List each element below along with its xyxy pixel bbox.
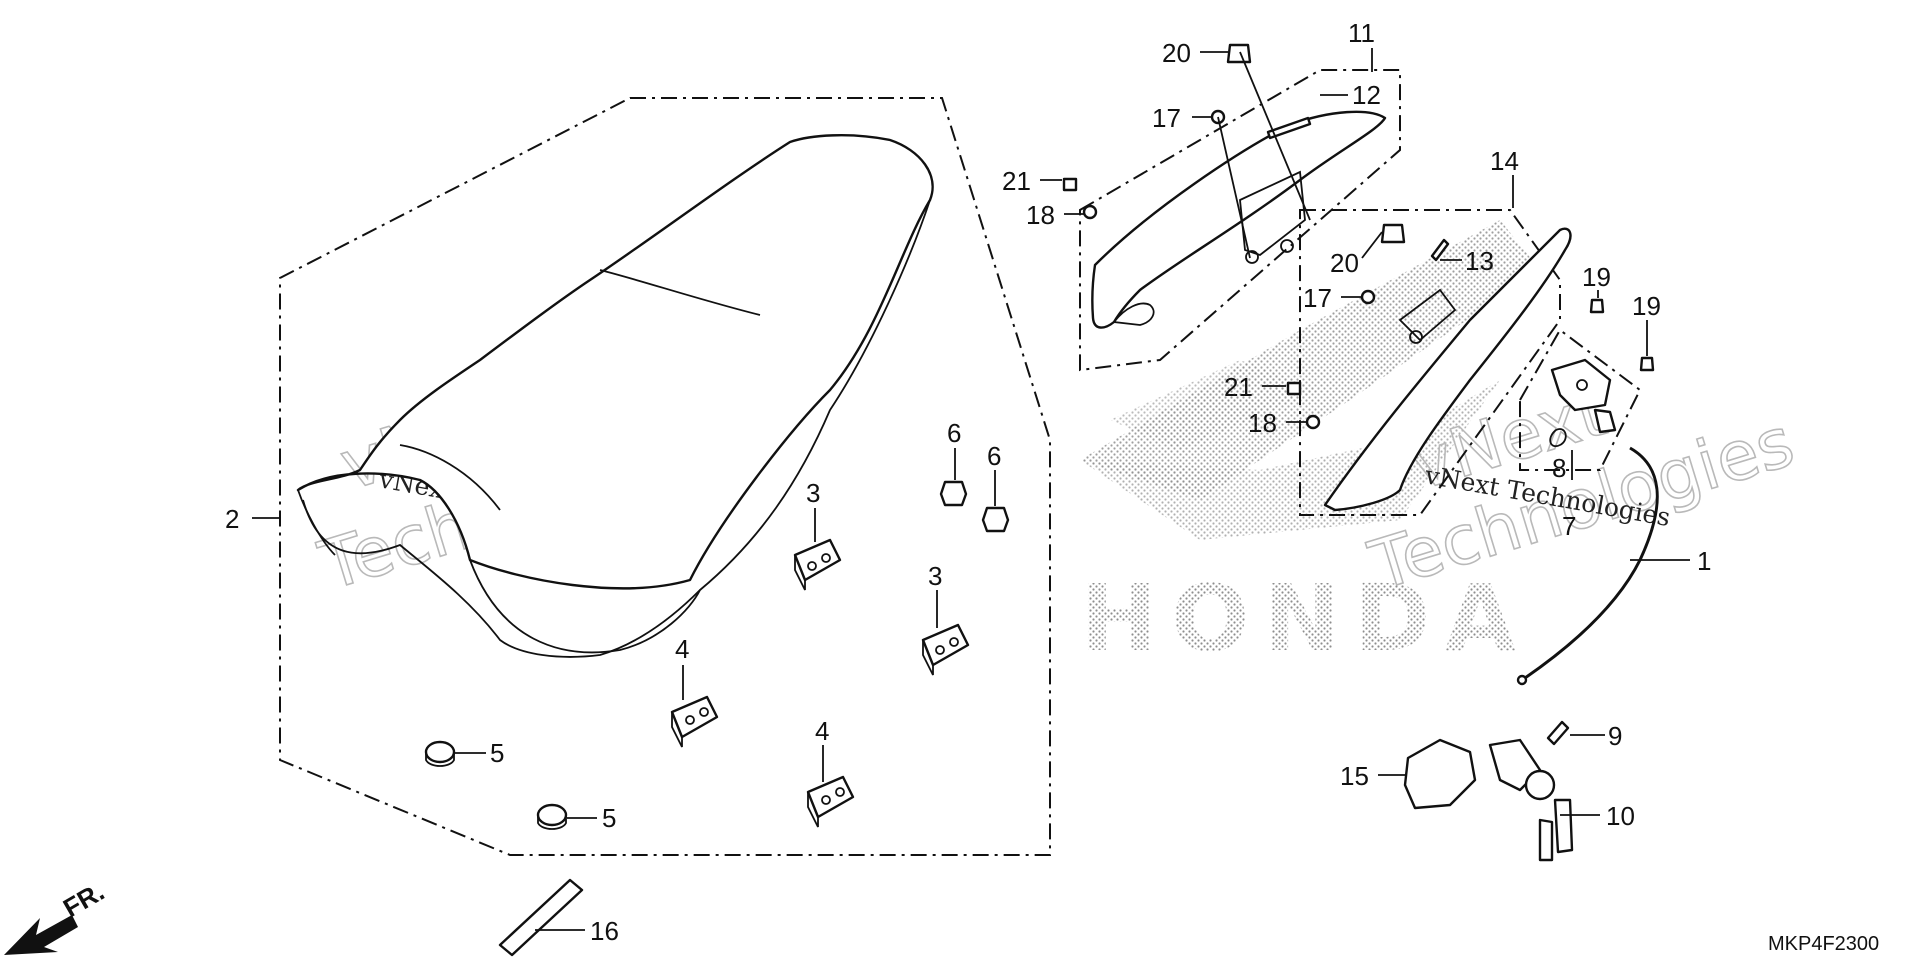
callout-12: 12 bbox=[1352, 80, 1381, 110]
seat-cushion-left bbox=[670, 695, 719, 748]
callout-18-lower: 18 bbox=[1248, 408, 1277, 438]
seat-lock-group-frame bbox=[1519, 328, 1642, 471]
callout-20-upper: 20 bbox=[1162, 38, 1191, 68]
callout-8: 8 bbox=[1552, 453, 1566, 483]
callout-17-lower: 17 bbox=[1303, 283, 1332, 313]
callout-5-lower: 5 bbox=[602, 803, 616, 833]
seat-lock bbox=[1550, 358, 1617, 434]
callout-9: 9 bbox=[1608, 721, 1622, 751]
callout-21-lower: 21 bbox=[1224, 372, 1253, 402]
seat-cushion-right bbox=[806, 775, 855, 828]
key-clip bbox=[1546, 720, 1570, 746]
callout-4-left: 4 bbox=[675, 634, 689, 664]
callout-13: 13 bbox=[1465, 246, 1494, 276]
bolt-20-lower bbox=[1380, 223, 1406, 244]
seat-trim-strip bbox=[498, 878, 584, 957]
lock-cover bbox=[1403, 738, 1477, 810]
callout-4-right: 4 bbox=[815, 716, 829, 746]
screw-21-upper bbox=[1062, 177, 1078, 192]
seat-rubber-round-lower bbox=[536, 803, 568, 830]
grab-rail-label bbox=[1266, 116, 1312, 140]
damper-right bbox=[981, 506, 1010, 533]
seat-rubber-round-upper bbox=[424, 740, 456, 767]
grab-rail-upper-group-frame bbox=[1079, 69, 1401, 372]
bolt-19a bbox=[1589, 298, 1605, 314]
callout-2: 2 bbox=[225, 504, 239, 534]
seat-assembly-group-frame bbox=[279, 97, 1051, 856]
front-marker-label: FR. bbox=[58, 876, 109, 923]
front-direction-arrow: FR. bbox=[4, 876, 109, 955]
bolt-19b bbox=[1639, 356, 1655, 372]
grab-rail-right bbox=[1091, 110, 1387, 329]
leader-lines bbox=[252, 48, 1690, 931]
callout-6-right: 6 bbox=[987, 441, 1001, 471]
honda-wing-watermark bbox=[1080, 220, 1540, 540]
grab-rail-lower-group-frame bbox=[1299, 209, 1561, 516]
callout-21-upper: 21 bbox=[1002, 166, 1031, 196]
callout-18-upper: 18 bbox=[1026, 200, 1055, 230]
callout-19-right: 19 bbox=[1632, 291, 1661, 321]
callout-7: 7 bbox=[1562, 511, 1576, 541]
callout-10: 10 bbox=[1606, 801, 1635, 831]
callout-3-upper: 3 bbox=[806, 478, 820, 508]
callout-16: 16 bbox=[590, 916, 619, 946]
honda-watermark: HONDA bbox=[1080, 565, 1530, 672]
washer-18-upper bbox=[1082, 204, 1098, 220]
callout-labels: 1 2 3 3 4 4 5 5 6 6 7 8 9 10 11 12 13 14… bbox=[225, 18, 1711, 946]
callout-14: 14 bbox=[1490, 146, 1519, 176]
seat-rubber-block-upper bbox=[793, 538, 842, 591]
callout-1: 1 bbox=[1697, 546, 1711, 576]
key-set bbox=[1488, 738, 1574, 862]
callout-3-lower: 3 bbox=[928, 561, 942, 591]
washer-18-lower bbox=[1305, 414, 1321, 430]
callout-11: 11 bbox=[1348, 18, 1375, 48]
callout-20-lower: 20 bbox=[1330, 248, 1359, 278]
lock-spring bbox=[1549, 428, 1567, 448]
callout-15: 15 bbox=[1340, 761, 1369, 791]
callout-17-upper: 17 bbox=[1152, 103, 1181, 133]
seat bbox=[296, 134, 934, 658]
callout-19-left: 19 bbox=[1582, 262, 1611, 292]
callout-6-left: 6 bbox=[947, 418, 961, 448]
diagram-code: MKP4F2300 bbox=[1768, 933, 1879, 955]
callout-5-upper: 5 bbox=[490, 738, 504, 768]
bolt-20-upper bbox=[1226, 43, 1252, 64]
nut-17-lower bbox=[1360, 289, 1376, 305]
grab-rail-left bbox=[1323, 227, 1572, 512]
screw-21-lower bbox=[1286, 381, 1302, 396]
seat-rubber-block-lower bbox=[921, 623, 970, 676]
damper-left bbox=[939, 480, 968, 507]
grab-rail-left-label bbox=[1430, 238, 1450, 262]
